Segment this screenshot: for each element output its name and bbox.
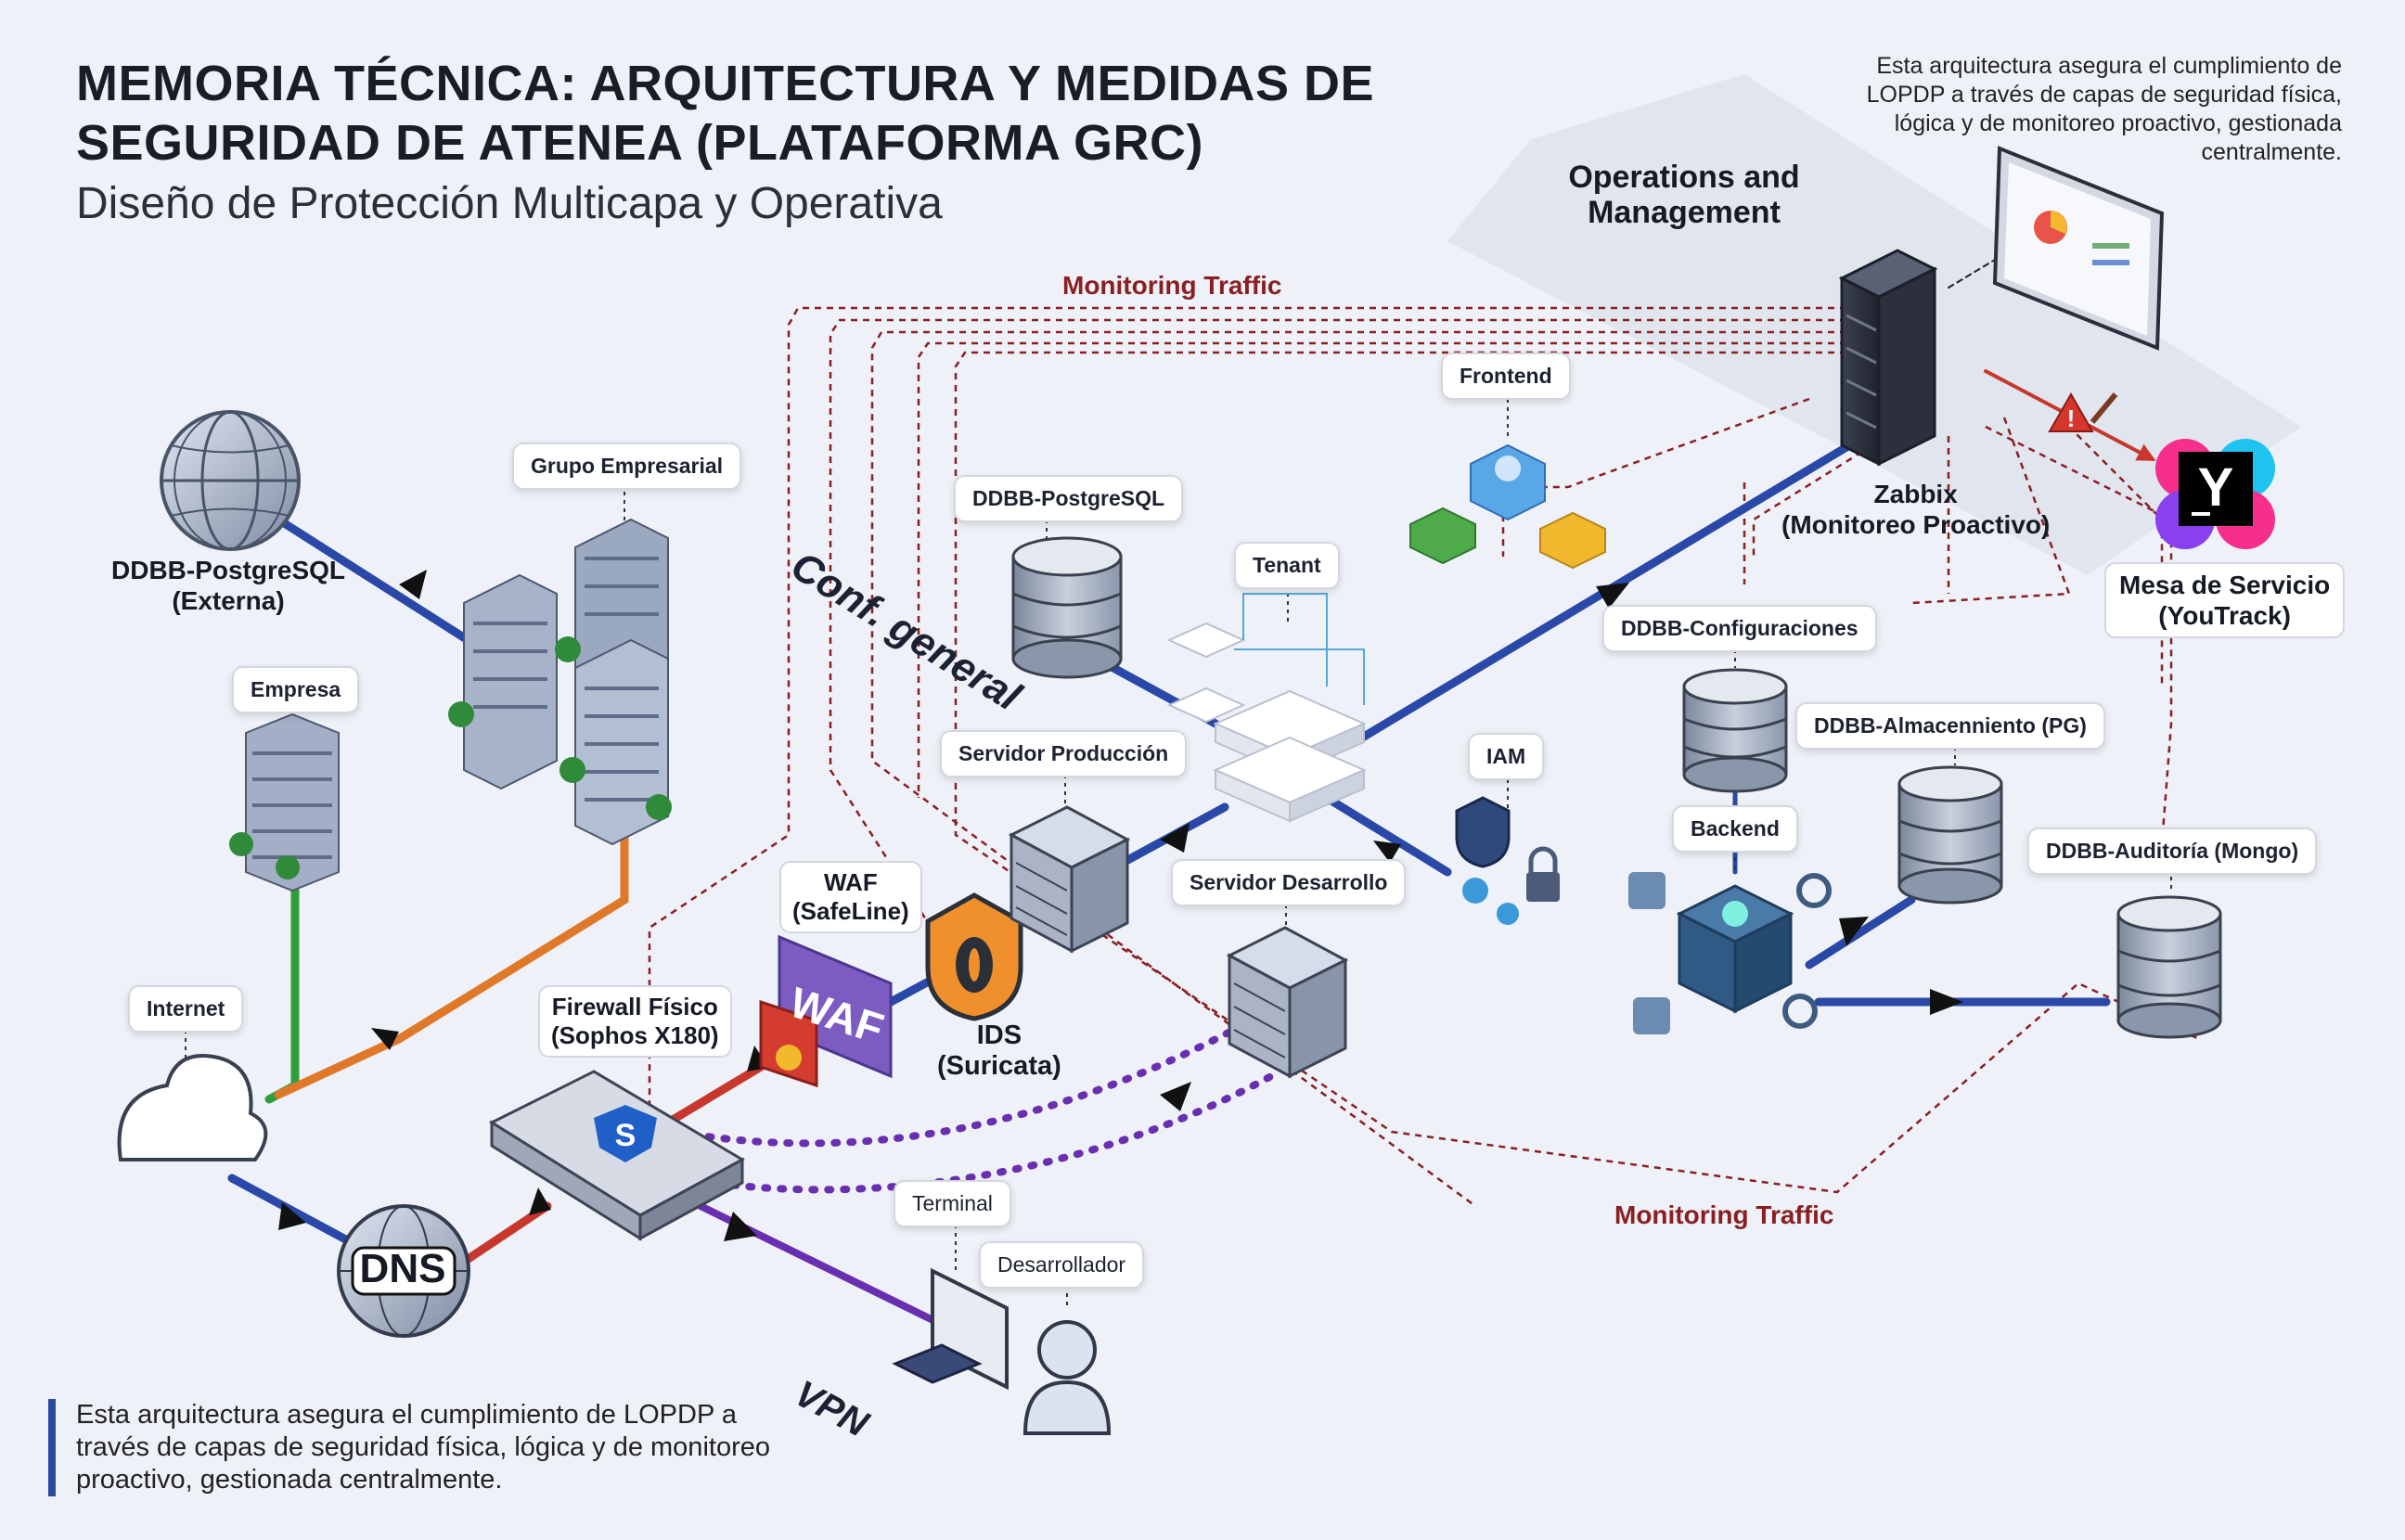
server-icon (1226, 926, 1349, 1079)
title-line-1: MEMORIA TÉCNICA: ARQUITECTURA Y MEDIDAS … (76, 56, 1375, 111)
label-tenant: Tenant (1234, 542, 1340, 589)
label-frontend: Frontend (1441, 353, 1571, 400)
caption-zabbix-line-2: (Monitoreo Proactivo) (1781, 510, 2051, 539)
label-servidor-produccion: Servidor Producción (940, 730, 1188, 777)
footer-note: Esta arquitectura asegura el cumplimient… (48, 1399, 781, 1496)
label-internet: Internet (128, 985, 244, 1033)
developer-icon (1022, 1320, 1112, 1435)
server-icon (1008, 805, 1131, 954)
caption-ddbb-externa-line-1: DDBB-PostgreSQL (111, 556, 346, 584)
top-note: Esta arquitectura asegura el cumplimient… (1866, 53, 2342, 165)
firewall-appliance-icon: S (488, 1070, 746, 1241)
database-icon (1011, 536, 1123, 679)
label-ddbb-configuraciones: DDBB-Configuraciones (1602, 605, 1877, 652)
caption-ids-line-2: (Suricata) (937, 1051, 1061, 1081)
caption-ids-line-1: IDS (976, 1020, 1022, 1050)
monitoring-traffic-top: Monitoring Traffic (1062, 271, 1282, 300)
svg-text:!: ! (2067, 404, 2076, 432)
globe-icon (160, 410, 301, 551)
alert-icon: ! (2048, 391, 2118, 432)
label-backend: Backend (1672, 805, 1798, 853)
network-links (227, 231, 2156, 1340)
database-icon (2116, 895, 2222, 1039)
caption-mesa-servicio: Mesa de Servicio (YouTrack) (2104, 562, 2346, 638)
caption-waf-line-2: (SafeLine) (792, 897, 909, 925)
label-grupo-empresarial: Grupo Empresarial (512, 443, 742, 490)
dashboard-monitor-icon (1992, 146, 2165, 351)
ids-shield-icon (925, 892, 1023, 1021)
terminal-icon (892, 1267, 1009, 1391)
label-terminal: Terminal (894, 1180, 1011, 1227)
cloud-icon (117, 1054, 268, 1161)
iam-lock-icon (1455, 796, 1560, 925)
caption-ddbb-externa-line-2: (Externa) (172, 586, 285, 615)
caption-firewall-line-1: Firewall Físico (551, 993, 718, 1020)
caption-firewall: Firewall Físico (Sophos X180) (538, 985, 732, 1058)
label-ddbb-postgresql: DDBB-PostgreSQL (954, 475, 1184, 522)
caption-firewall-line-2: (Sophos X180) (551, 1021, 719, 1049)
dns-globe-icon (337, 1204, 470, 1338)
caption-waf-line-1: WAF (823, 868, 878, 896)
database-icon (1897, 765, 2003, 905)
youtrack-logo-letter: Y (2198, 457, 2234, 518)
caption-ddbb-externa: DDBB-PostgreSQL (Externa) (111, 555, 345, 616)
building-icon (229, 712, 340, 892)
label-ddbb-almacenamiento: DDBB-Almacenniento (PG) (1795, 702, 2105, 750)
label-empresa: Empresa (232, 666, 360, 713)
monitoring-traffic-bottom: Monitoring Traffic (1614, 1200, 1834, 1229)
caption-mesa-line-2: (YouTrack) (2158, 601, 2291, 630)
youtrack-logo-icon: Y (2155, 439, 2275, 549)
caption-waf: WAF (SafeLine) (779, 861, 922, 933)
database-icon (1682, 668, 1788, 793)
title-line-2: SEGURIDAD DE ATENEA (PLATAFORMA GRC) (76, 115, 1203, 171)
caption-mesa-line-1: Mesa de Servicio (2119, 571, 2331, 599)
waf-icon (759, 934, 893, 1088)
page-title: MEMORIA TÉCNICA: ARQUITECTURA Y MEDIDAS … (76, 54, 1394, 173)
label-desarrollador: Desarrollador (979, 1241, 1145, 1289)
backend-chip-icon (1628, 872, 1832, 1034)
svg-text:S: S (615, 1118, 637, 1153)
caption-dns: DNS (359, 1246, 446, 1291)
caption-zabbix: Zabbix (Monitoreo Proactivo) (1781, 479, 2050, 540)
caption-ids: IDS (Suricata) (937, 1020, 1061, 1082)
page-subtitle: Diseño de Protección Multicapa y Operati… (76, 179, 943, 228)
label-servidor-desarrollo: Servidor Desarrollo (1171, 859, 1407, 906)
zabbix-rack-icon (1838, 249, 1938, 467)
building-icon (448, 518, 672, 846)
operations-zone-label: Operations and Management (1568, 160, 1800, 230)
frontend-cluster-icon (1409, 443, 1606, 570)
label-iam: IAM (1468, 733, 1545, 780)
label-ddbb-auditoria: DDBB-Auditoría (Mongo) (2027, 828, 2318, 875)
tenant-stack-icon (1166, 593, 1367, 823)
caption-zabbix-line-1: Zabbix (1873, 480, 1958, 508)
